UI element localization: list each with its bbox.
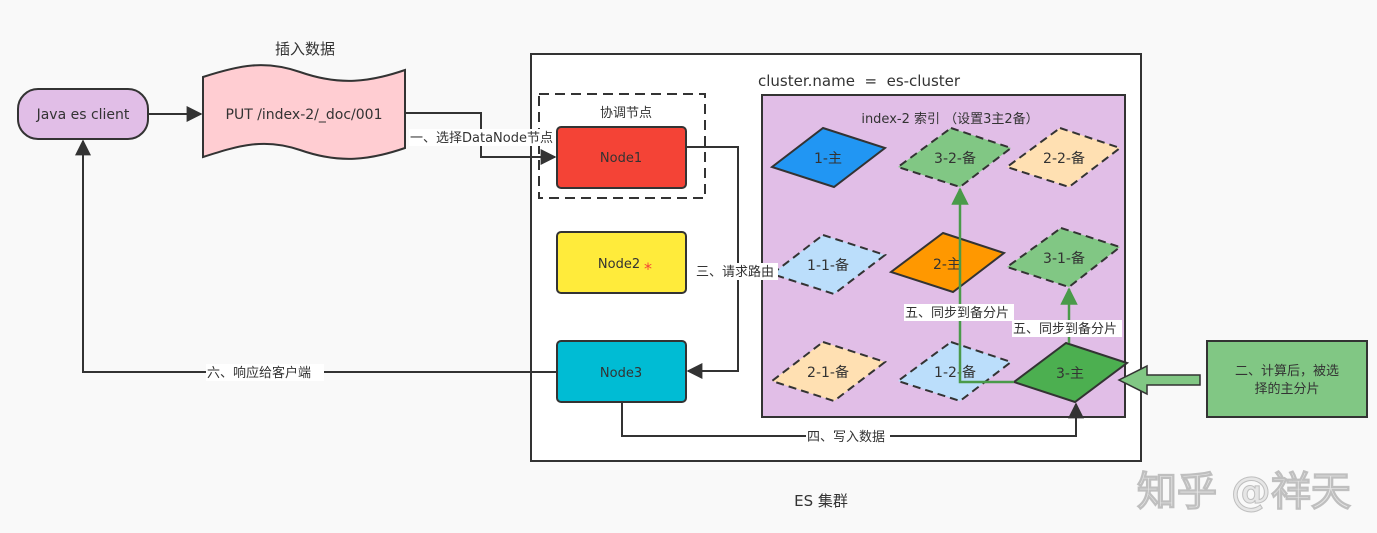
index-title: index-2 索引 （设置3主2备） <box>861 111 1038 127</box>
step5a-arrow <box>951 187 1014 384</box>
node1-label: Node1 <box>600 151 642 166</box>
shard-3-1-replica[interactable]: 3-1-备 <box>1004 226 1123 289</box>
es-cluster-caption: ES 集群 <box>794 492 848 510</box>
shard-1-primary[interactable]: 1-主 <box>769 126 888 189</box>
java-client-label: Java es client <box>36 107 130 123</box>
node3-label: Node3 <box>600 366 642 381</box>
shard-3-primary[interactable]: 3-主 <box>1011 341 1130 404</box>
shard-label: 2-2-备 <box>1043 150 1085 167</box>
step5a-label: 五、同步到备分片 <box>905 305 1009 321</box>
step1-label: 一、选择DataNode节点 <box>410 131 553 146</box>
shard-3-2-replica[interactable]: 3-2-备 <box>895 126 1014 189</box>
shard-label: 2-主 <box>933 257 961 273</box>
shard-label: 3-1-备 <box>1043 250 1085 267</box>
step2-line1: 二、计算后，被选 <box>1235 364 1339 379</box>
watermark: 知乎 @祥天 <box>1137 469 1351 515</box>
step2-note[interactable]: 二、计算后，被选 择的主分片 <box>1206 340 1368 418</box>
shard-label: 1-主 <box>814 151 842 167</box>
step3-label: 三、请求路由 <box>696 264 774 280</box>
shard-2-2-replica[interactable]: 2-2-备 <box>1004 126 1123 189</box>
shard-2-1-replica[interactable]: 2-1-备 <box>769 340 888 403</box>
shard-2-primary[interactable]: 2-主 <box>888 231 1007 294</box>
coordinator-label: 协调节点 <box>600 106 652 121</box>
request-document[interactable]: PUT /index-2/_doc/001 <box>202 64 406 160</box>
step3-arrow <box>686 146 739 379</box>
shard-label: 2-1-备 <box>807 364 849 381</box>
shard-label: 3-2-备 <box>934 150 976 167</box>
step2-block-arrow <box>1117 364 1201 396</box>
step6-arrow <box>75 139 557 373</box>
java-client-node[interactable]: Java es client <box>17 88 149 140</box>
shard-label: 3-主 <box>1056 366 1084 382</box>
step5b-label: 五、同步到备分片 <box>1013 321 1117 337</box>
step6-label: 六、响应给客户端 <box>207 365 311 381</box>
step4-label: 四、写入数据 <box>807 430 885 445</box>
shard-1-1-replica[interactable]: 1-1-备 <box>769 233 888 296</box>
shard-1-2-replica[interactable]: 1-2-备 <box>895 340 1014 403</box>
step2-line2: 择的主分片 <box>1254 381 1319 397</box>
shard-label: 1-1-备 <box>807 257 849 274</box>
request-label: PUT /index-2/_doc/001 <box>226 107 383 123</box>
node1[interactable]: Node1 <box>556 126 687 189</box>
diagram-title: 插入数据 <box>275 40 335 58</box>
node3[interactable]: Node3 <box>556 340 687 403</box>
cluster-name-label: cluster.name = es-cluster <box>758 72 961 90</box>
node2-star-icon: * <box>644 259 652 278</box>
node2-label: Node2 <box>598 257 640 272</box>
node2[interactable]: Node2 * <box>556 231 687 294</box>
shard-label: 1-2-备 <box>934 364 976 381</box>
